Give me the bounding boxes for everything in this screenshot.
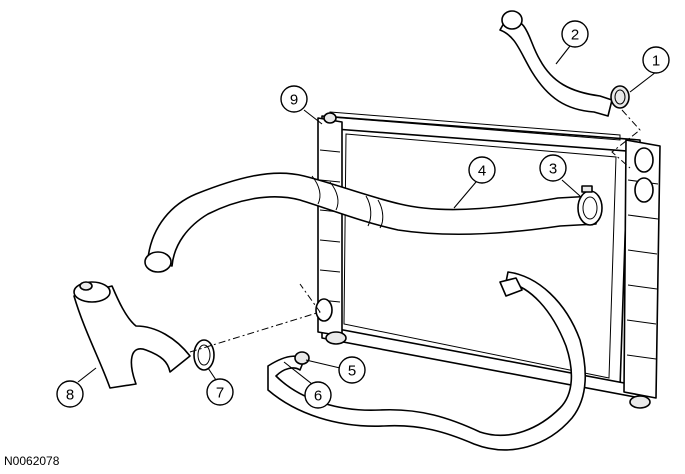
callout-9: 9 (280, 85, 323, 125)
callout-5: 5 (305, 356, 366, 384)
svg-text:3: 3 (549, 161, 557, 178)
hose-band-1 (311, 175, 321, 205)
right-tank-ribs (626, 179, 659, 360)
hose-clamp-lower (294, 351, 310, 365)
callout-3: 3 (539, 154, 581, 197)
upper-radiator-hose (144, 172, 597, 273)
svg-text:6: 6 (314, 388, 322, 405)
radiator-upper-inlet (634, 147, 654, 173)
svg-text:1: 1 (652, 53, 660, 70)
svg-text:2: 2 (571, 27, 579, 44)
radiator-hose-clamp-lower (193, 339, 215, 371)
callout-4: 4 (453, 156, 496, 209)
radiator-mount-left (325, 331, 347, 345)
coolant-hose-clamp-upper (610, 85, 630, 109)
lower-radiator-hose-clamp-tab (79, 281, 93, 291)
callout-2: 2 (555, 20, 589, 65)
hose-band-3 (365, 195, 372, 227)
hose-band-4 (377, 199, 384, 229)
lower-bypass-hose-end (499, 277, 523, 297)
radiator-hose-clamp-upper (577, 185, 603, 226)
svg-text:5: 5 (348, 363, 356, 380)
callout-1: 1 (629, 46, 670, 93)
radiator-upper-outlet (634, 177, 654, 203)
radiator-lower-outlet (315, 298, 333, 322)
figure-id-label: N0062078 (4, 454, 60, 468)
upper-radiator-hose-end (144, 251, 172, 273)
svg-text:9: 9 (290, 92, 298, 109)
radiator-mount-top-left (323, 112, 337, 124)
radiator (315, 111, 661, 409)
radiator-right-tank (623, 139, 661, 399)
radiator-core-inner-edge (343, 133, 617, 379)
callout-8: 8 (56, 367, 97, 408)
lower-radiator-hose (73, 281, 191, 389)
upper-bypass-hose (499, 10, 613, 117)
svg-text:4: 4 (478, 163, 486, 180)
lower-hose-routing-line (189, 283, 321, 353)
lower-bypass-hose (267, 271, 587, 451)
callout-6: 6 (283, 361, 332, 409)
hose-band-2 (329, 181, 339, 211)
callout-7: 7 (206, 367, 234, 406)
upper-bypass-hose-end (501, 10, 523, 30)
svg-text:7: 7 (216, 385, 224, 402)
radiator-mount-right (629, 395, 651, 409)
svg-text:8: 8 (66, 387, 74, 404)
